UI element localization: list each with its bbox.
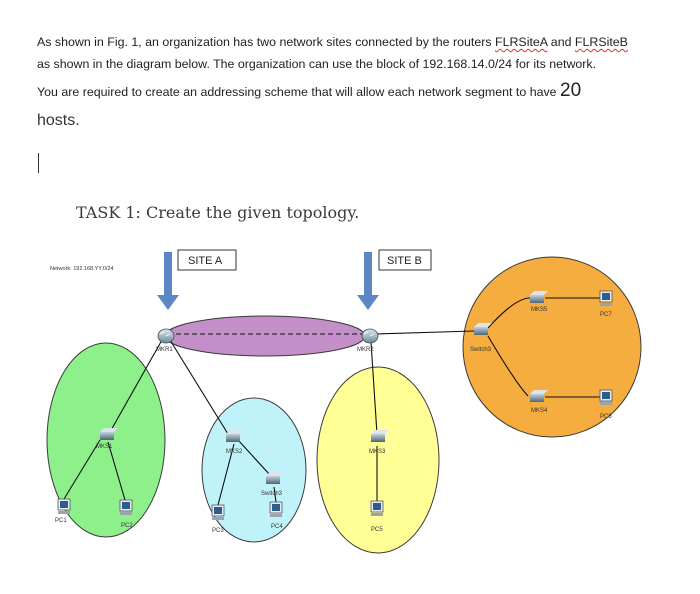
switch-3-site-a-label: Switch3 [261, 491, 283, 497]
cable-links [63, 297, 600, 506]
pc5-label: PC5 [371, 527, 383, 533]
paragraph-line-4: hosts. [37, 112, 80, 129]
pc2-icon[interactable] [119, 499, 133, 515]
paragraph-line-3: You are required to create an addressing… [37, 80, 582, 101]
pc7-icon[interactable] [599, 290, 613, 306]
pc1-label: PC1 [55, 518, 67, 524]
switch-mks1-icon[interactable] [100, 428, 118, 440]
switch-mks5-label: MKS5 [531, 307, 548, 313]
router-mkr2-label: MKR2 [357, 347, 374, 353]
host-count: 20 [560, 80, 582, 101]
paragraph-line-1: As shown in Fig. 1, an organization has … [37, 34, 628, 50]
pc1-icon[interactable] [57, 498, 71, 514]
site-a-label: SITE A [188, 255, 223, 267]
switch-3-site-b-icon[interactable] [474, 323, 492, 335]
site-b-arrow [357, 252, 379, 310]
site-a-lan-2-area [201, 397, 307, 543]
site-b-box [378, 249, 432, 271]
pc4-icon[interactable] [269, 501, 283, 517]
switch-mks1-label: MKS1 [96, 444, 113, 450]
pc3-label: PC3 [212, 528, 224, 534]
site-b-lan-1-area [316, 366, 440, 554]
router-mkr2-icon[interactable] [361, 328, 379, 344]
switch-mks2-icon[interactable] [226, 430, 244, 442]
line1-and: and [547, 35, 575, 49]
switch-3-site-a-icon[interactable] [266, 472, 284, 484]
site-b-lan-2-area [462, 256, 642, 438]
switch-mks4-icon[interactable] [530, 390, 548, 402]
switch-mks3-label: MKS3 [369, 449, 386, 455]
text-cursor [38, 153, 39, 173]
site-a-arrow [157, 252, 179, 310]
network-note: Network: 192.168.YY.0/24 [50, 266, 114, 272]
line1-text: As shown in Fig. 1, an organization has … [37, 35, 496, 49]
line3-text: You are required to create an addressing… [37, 85, 561, 99]
switch-mks2-label: MKS2 [226, 449, 243, 455]
router-mkr1-icon[interactable] [157, 328, 175, 344]
switch-mks3-icon[interactable] [371, 430, 389, 442]
wan-link-area [164, 315, 366, 357]
task-title: TASK 1: Create the given topology. [76, 203, 360, 222]
pc3-icon[interactable] [211, 504, 225, 520]
router-a-name: FLRSiteA [495, 35, 548, 49]
switch-mks4-label: MKS4 [531, 408, 548, 414]
site-a-box [177, 249, 237, 271]
pc8-label: PC8 [600, 414, 612, 420]
switch-3-site-b-label: Switch3 [470, 347, 492, 353]
switch-mks5-icon[interactable] [530, 291, 548, 303]
pc2-label: PC2 [121, 523, 133, 529]
pc5-icon[interactable] [370, 500, 384, 516]
router-mkr1-label: MKR1 [156, 347, 173, 353]
paragraph-line-2: as shown in the diagram below. The organ… [37, 57, 597, 71]
site-b-label: SITE B [387, 255, 422, 267]
pc7-label: PC7 [600, 312, 612, 318]
pc4-label: PC4 [271, 524, 283, 530]
router-b-name: FLRSiteB [574, 35, 628, 49]
pc8-icon[interactable] [599, 389, 613, 405]
